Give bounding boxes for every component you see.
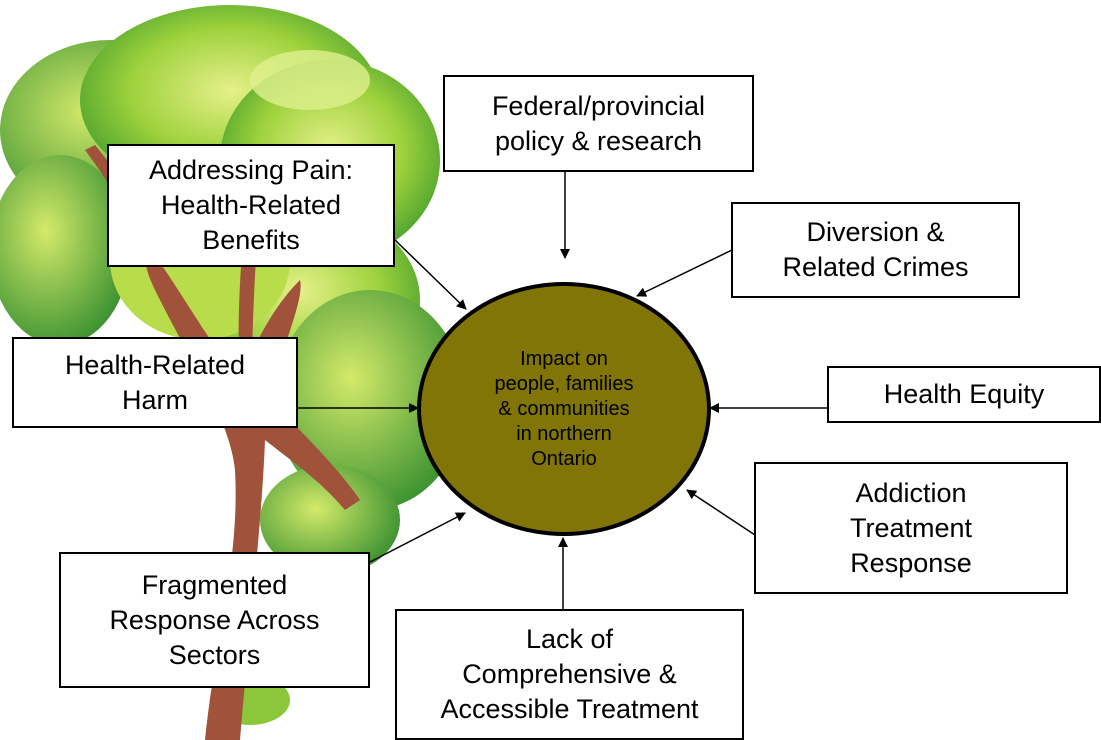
factor-label-fragmented-response: Fragmented Response Across Sectors: [109, 569, 320, 670]
center-circle: Impact on people, families & communities…: [417, 282, 711, 536]
factor-box-health-equity: Health Equity: [827, 366, 1101, 423]
factor-box-lack-treatment: Lack of Comprehensive & Accessible Treat…: [395, 609, 744, 740]
factor-label-health-harm: Health-Related Harm: [64, 349, 246, 415]
factor-box-addressing-pain: Addressing Pain: Health-Related Benefits: [107, 144, 395, 267]
arrow-addressing-pain: [394, 239, 467, 310]
factor-label-lack-treatment: Lack of Comprehensive & Accessible Treat…: [440, 624, 699, 724]
factor-label-addiction-treatment: Addiction Treatment Response: [849, 477, 973, 578]
arrow-addiction-treatment: [686, 489, 756, 536]
factor-box-diversion: Diversion & Related Crimes: [731, 202, 1020, 298]
arrow-diversion: [636, 249, 733, 297]
arrow-fragmented-response: [369, 512, 466, 563]
factor-box-federal-policy: Federal/provincial policy & research: [443, 75, 754, 172]
factor-label-addressing-pain: Addressing Pain: Health-Related Benefits: [148, 155, 354, 255]
factor-box-addiction-treatment: Addiction Treatment Response: [754, 462, 1068, 594]
factor-label-federal-policy: Federal/provincial policy & research: [491, 90, 706, 156]
factor-box-fragmented-response: Fragmented Response Across Sectors: [59, 552, 370, 688]
factor-label-diversion: Diversion & Related Crimes: [782, 217, 969, 282]
center-circle-label: Impact on people, families & communities…: [494, 347, 634, 470]
factor-label-health-equity: Health Equity: [883, 379, 1045, 409]
factor-box-health-harm: Health-Related Harm: [12, 337, 298, 428]
